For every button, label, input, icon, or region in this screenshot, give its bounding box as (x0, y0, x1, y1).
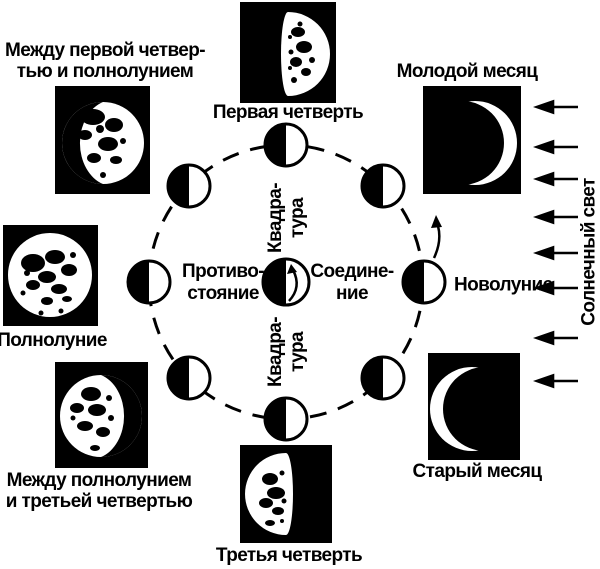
label-quadrature-bottom-line2: тура (287, 332, 308, 372)
sunlight-arrows-icon (533, 99, 578, 389)
earth-symbol (261, 257, 311, 307)
label-quadrature-bottom: Квадра- тура (265, 317, 309, 387)
label-young-moon: Молодой месяц (396, 61, 538, 82)
orbit-moon-top-left (166, 163, 212, 209)
orbit-moon-top-right (360, 163, 406, 209)
label-opposition-line1: Противо- (182, 261, 265, 282)
label-conjunction-line1: Соедине- (310, 261, 394, 282)
photo-first-quarter (240, 2, 336, 103)
orbit-moon-bottom (263, 396, 309, 442)
label-third-quarter: Третья четверть (215, 545, 363, 566)
label-first-quarter: Первая четверть (212, 102, 364, 123)
label-full-moon: Полнолуние (0, 330, 107, 351)
label-opposition: Противо- стояние (182, 261, 265, 305)
photo-full-moon (3, 225, 98, 326)
label-quadrature-top-line2: тура (287, 198, 308, 238)
label-opposition-line2: стояние (187, 283, 259, 304)
earth-rotation-arrow-icon (287, 264, 298, 302)
orbit-moon-top (263, 122, 309, 168)
label-sunlight: Солнечный свет (578, 178, 600, 326)
label-waxing-gibbous: Между первой четвер- тью и полнолунием (5, 40, 206, 82)
label-old-moon: Старый месяц (412, 461, 542, 482)
label-waxing-gibbous-line1: Между первой четвер- (5, 40, 206, 61)
orbit-moon-bottom-left (166, 355, 212, 401)
label-quadrature-bottom-line1: Квадра- (265, 317, 286, 387)
label-waning-gibbous-line1: Между полнолунием (6, 470, 192, 491)
orbit-moon-bottom-right (360, 355, 406, 401)
label-conjunction: Соедине- ние (310, 261, 394, 305)
label-quadrature-top: Квадра- тура (265, 183, 309, 253)
label-conjunction-line2: ние (336, 283, 369, 304)
photo-third-quarter (240, 445, 332, 543)
photo-waxing-gibbous (55, 86, 150, 194)
label-waning-gibbous-line2: и третьей четвертью (5, 491, 193, 512)
photo-old-moon (428, 353, 520, 460)
label-quadrature-top-line1: Квадра- (265, 183, 286, 253)
orbit-direction-arrow-icon (431, 215, 442, 259)
orbit-moon-right (401, 259, 447, 305)
photo-waning-gibbous (55, 362, 148, 468)
orbit-moon-left (126, 259, 172, 305)
label-new-moon: Новолуние (454, 274, 553, 296)
photo-young-moon (423, 86, 521, 194)
label-waxing-gibbous-line2: тью и полнолунием (16, 61, 194, 82)
label-waning-gibbous: Между полнолунием и третьей четвертью (6, 470, 193, 512)
